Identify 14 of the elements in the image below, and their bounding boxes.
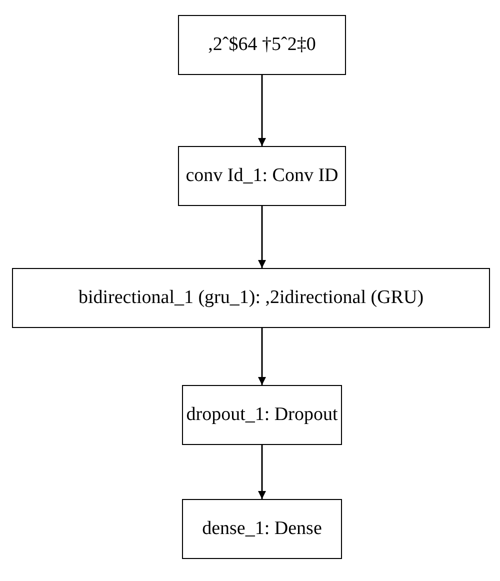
arrow (258, 445, 266, 499)
layer-box (12, 268, 490, 328)
layer-box (178, 146, 346, 206)
layer-label: dropout_1: Dropout (186, 404, 338, 426)
arrow (258, 206, 266, 268)
arrow (258, 328, 266, 385)
layer-label: dense_1: Dense (202, 518, 322, 540)
layer-label: conv Id_1: Conv ID (186, 165, 338, 187)
layer-box (182, 385, 342, 445)
layer-label: ,2ˆ$64 †5ˆ2‡0 (208, 34, 316, 56)
layer-box (178, 15, 346, 75)
layer-box (182, 499, 342, 559)
layer-label: bidirectional_1 (gru_1): ,2idirectional (GRU) (78, 287, 424, 309)
arrow (258, 75, 266, 146)
